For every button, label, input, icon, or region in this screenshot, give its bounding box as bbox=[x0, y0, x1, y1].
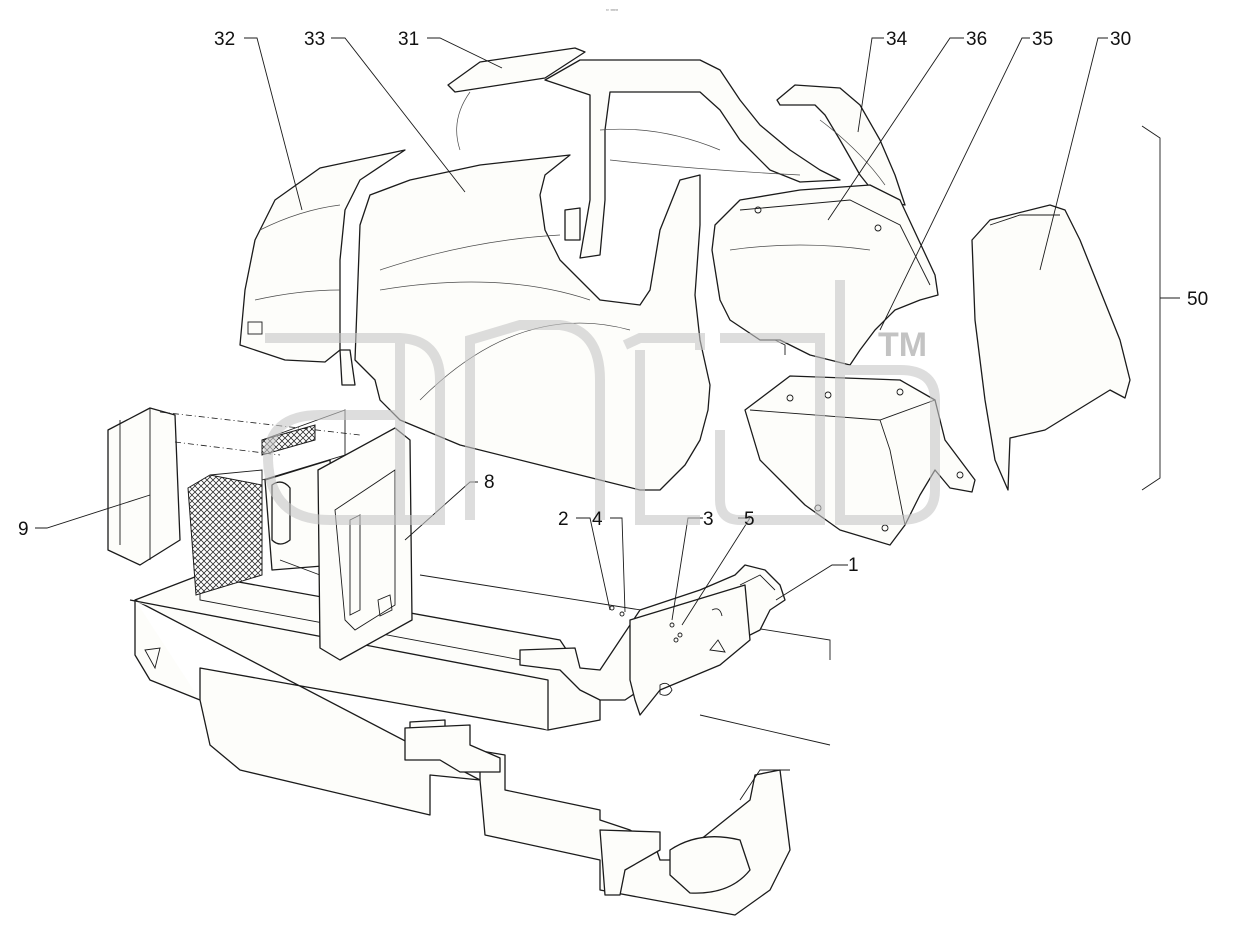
callout-5: 5 bbox=[744, 509, 755, 530]
top-marker: ▫ ▫▫▫ bbox=[606, 7, 618, 14]
leader-lines bbox=[35, 37, 1108, 626]
callout-9: 9 bbox=[18, 519, 29, 540]
console-bracket-part-1 bbox=[519, 564, 786, 716]
watermark: TM bbox=[262, 280, 940, 525]
fender-cover-part-36 bbox=[711, 184, 939, 366]
callout-2: 2 bbox=[558, 509, 569, 530]
callout-32: 32 bbox=[214, 29, 235, 50]
side-panel-part-9 bbox=[107, 407, 181, 566]
group-bracket bbox=[1141, 125, 1161, 491]
callout-3: 3 bbox=[703, 509, 714, 530]
callout-36: 36 bbox=[966, 29, 987, 50]
callout-4: 4 bbox=[592, 509, 603, 530]
callout-31: 31 bbox=[398, 29, 419, 50]
left-trim-panel-part-32 bbox=[239, 149, 406, 386]
callout-30: 30 bbox=[1110, 29, 1131, 50]
rear-cover-part-30 bbox=[971, 204, 1131, 491]
callout-50: 50 bbox=[1187, 289, 1208, 310]
top-center-panel bbox=[544, 59, 841, 259]
cab-floor-frame bbox=[129, 574, 831, 916]
callout-35: 35 bbox=[1032, 29, 1053, 50]
callout-34: 34 bbox=[886, 29, 908, 50]
callout-33: 33 bbox=[304, 29, 325, 50]
callout-labels: 32 33 31 34 36 35 30 50 9 8 2 4 3 5 1 bbox=[18, 29, 1208, 576]
callout-1: 1 bbox=[848, 555, 859, 576]
callout-8: 8 bbox=[484, 472, 495, 493]
roof-pad-part-31 bbox=[447, 47, 586, 151]
trademark-mark: TM bbox=[878, 326, 927, 364]
